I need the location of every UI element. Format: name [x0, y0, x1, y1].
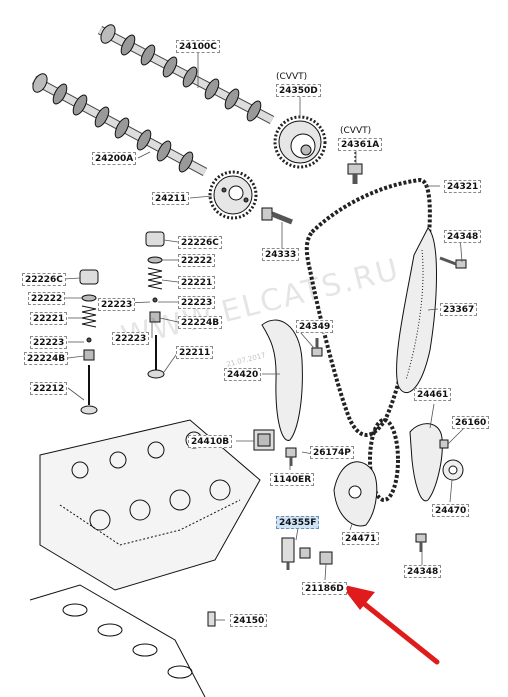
tensioner — [253, 429, 275, 451]
callout-24348-bottom[interactable]: 24348 — [404, 565, 442, 578]
callout-22222-right[interactable]: 22222 — [178, 254, 216, 267]
red-arrow — [340, 584, 440, 665]
callout-24471[interactable]: 24471 — [342, 532, 380, 545]
sprocket-bolt — [261, 207, 293, 225]
callout-24470[interactable]: 24470 — [432, 504, 470, 517]
callout-23367[interactable]: 23367 — [440, 303, 478, 316]
callout-22226C-right[interactable]: 22226C — [178, 236, 222, 249]
head-gasket — [29, 584, 206, 697]
callout-24461[interactable]: 24461 — [414, 388, 452, 401]
oil-pump-tensioner — [439, 439, 464, 481]
callout-24200A[interactable]: 24200A — [92, 152, 137, 165]
camshaft-sprocket — [208, 170, 258, 220]
cvvt-sprocket — [273, 115, 327, 169]
oil-pump-chain-guide — [409, 423, 443, 502]
callout-24420[interactable]: 24420 — [224, 368, 262, 381]
callout-1140ER[interactable]: 1140ER — [270, 473, 315, 486]
callout-24211[interactable]: 24211 — [152, 192, 190, 205]
callout-22221-right[interactable]: 22221 — [178, 276, 216, 289]
callout-22221-left[interactable]: 22221 — [30, 312, 68, 325]
callout-22224B-right[interactable]: 22224B — [178, 316, 223, 329]
callout-24350D[interactable]: 24350D — [276, 84, 321, 97]
callout-22226C-left[interactable]: 22226C — [22, 273, 66, 286]
callout-24361A[interactable]: 24361A — [338, 138, 383, 151]
callout-22222-left[interactable]: 22222 — [28, 292, 66, 305]
callout-24321[interactable]: 24321 — [444, 180, 482, 193]
callout-22223-right[interactable]: 22223 — [178, 296, 216, 309]
intake-camshaft — [31, 73, 208, 176]
valve-train — [79, 231, 165, 415]
cvvt-note-camshaft: (CVVT) — [276, 72, 308, 82]
callout-21186D[interactable]: 21186D — [302, 582, 347, 595]
callout-22212[interactable]: 22212 — [30, 382, 68, 395]
callout-22211[interactable]: 22211 — [176, 346, 214, 359]
callout-22223-middle[interactable]: 22223 — [98, 298, 136, 311]
dowel-pin — [207, 611, 216, 627]
callout-24348-top[interactable]: 24348 — [444, 230, 482, 243]
oil-filter-element — [319, 551, 333, 565]
bolt-24348-bottom — [415, 533, 427, 552]
timing-chain — [304, 177, 432, 502]
bolt-24348-top — [439, 256, 467, 269]
oil-control-valve — [281, 537, 311, 570]
callout-24349[interactable]: 24349 — [296, 320, 334, 333]
chain-guide — [261, 319, 303, 441]
cvvt-bolt — [347, 152, 363, 184]
callout-24333[interactable]: 24333 — [262, 248, 300, 261]
chain-plate — [333, 461, 378, 527]
cvvt-note-bolt: (CVVT) — [340, 126, 372, 136]
bolt-24349 — [311, 338, 323, 357]
callout-26174P[interactable]: 26174P — [310, 446, 354, 459]
callout-22223-lower[interactable]: 22223 — [112, 332, 150, 345]
bolt-1140er — [285, 447, 297, 466]
callout-24100C[interactable]: 24100C — [176, 40, 220, 53]
exhaust-camshaft — [97, 24, 275, 124]
cylinder-head — [39, 419, 261, 591]
callout-24150[interactable]: 24150 — [230, 614, 268, 627]
callout-22224B-left[interactable]: 22224B — [24, 352, 69, 365]
tensioner-arm — [396, 227, 437, 394]
callout-24410B[interactable]: 24410B — [188, 435, 233, 448]
callout-26160[interactable]: 26160 — [452, 416, 490, 429]
callout-22223-left[interactable]: 22223 — [30, 336, 68, 349]
callout-24355F[interactable]: 24355F — [276, 516, 320, 529]
